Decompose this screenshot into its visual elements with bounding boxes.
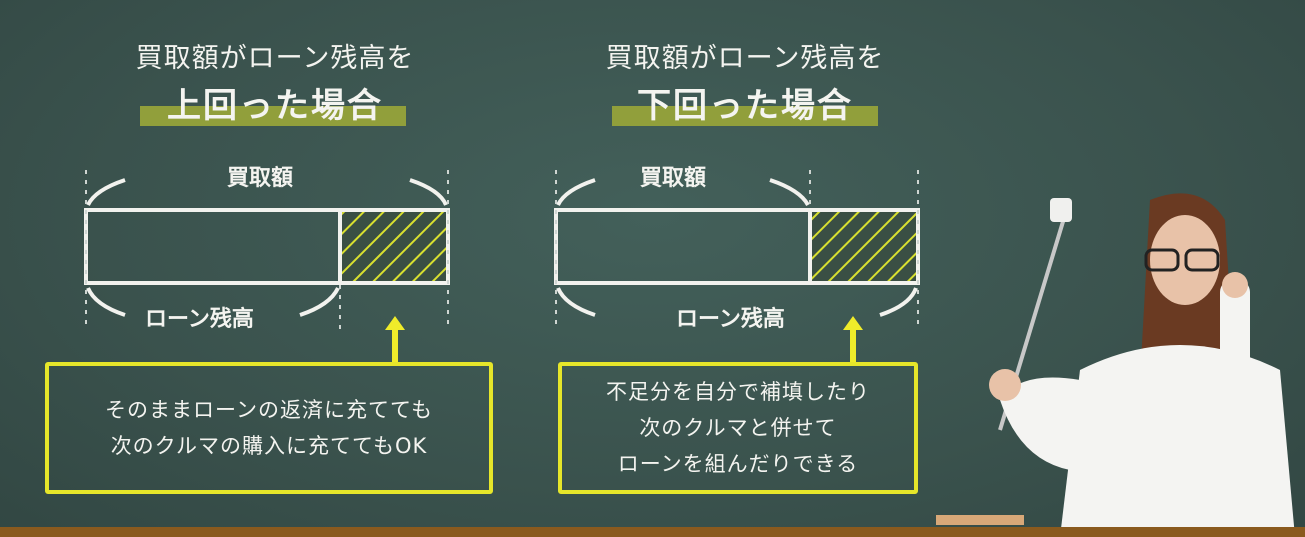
right-title-line2: 下回った場合	[637, 86, 853, 126]
left-title-line1: 買取額がローン残高を	[135, 43, 415, 74]
right-box-line: ローンを組んだりできる	[617, 452, 859, 476]
right-bar-diagram	[554, 170, 920, 330]
left-bar-diagram	[84, 170, 450, 330]
teacher-illustration	[936, 193, 1295, 537]
left-arrow	[385, 316, 405, 362]
hand	[989, 369, 1021, 401]
right-top-label: 買取額	[640, 166, 707, 191]
left-title-underline	[140, 106, 406, 126]
left-box-line: 次のクルマの購入に充ててもOK	[110, 434, 428, 458]
left-title-line2: 上回った場合	[167, 86, 383, 126]
chalk-ledge	[0, 527, 1305, 537]
right-title-line1: 買取額がローン残高を	[605, 43, 885, 74]
right-box-line: 次のクルマと併せて	[639, 416, 837, 440]
pointer-hand-tip	[1050, 198, 1072, 222]
brace-top-right	[409, 178, 448, 206]
lab-coat	[1060, 345, 1295, 537]
left-top-label: 買取額	[227, 166, 294, 191]
shortfall-hatched-area	[808, 208, 920, 285]
brace-bottom-left	[86, 287, 126, 317]
left-bottom-label: ローン残高	[145, 307, 254, 332]
brace-bottom-right	[299, 287, 340, 317]
surplus-hatched-area	[338, 208, 450, 285]
left-explanation-box: そのままローンの返済に充てても 次のクルマの購入に充ててもOK	[45, 362, 493, 494]
right-arrow	[843, 316, 863, 362]
right-bottom-label: ローン残高	[676, 307, 785, 332]
right-explanation-box: 不足分を自分で補填したり 次のクルマと併せて ローンを組んだりできる	[558, 362, 918, 494]
right-title-underline	[612, 106, 878, 126]
right-box-line: 不足分を自分で補填したり	[606, 380, 870, 404]
brace-top-left	[86, 178, 126, 206]
eraser	[936, 515, 1024, 525]
left-box-line: そのままローンの返済に充てても	[105, 398, 433, 422]
